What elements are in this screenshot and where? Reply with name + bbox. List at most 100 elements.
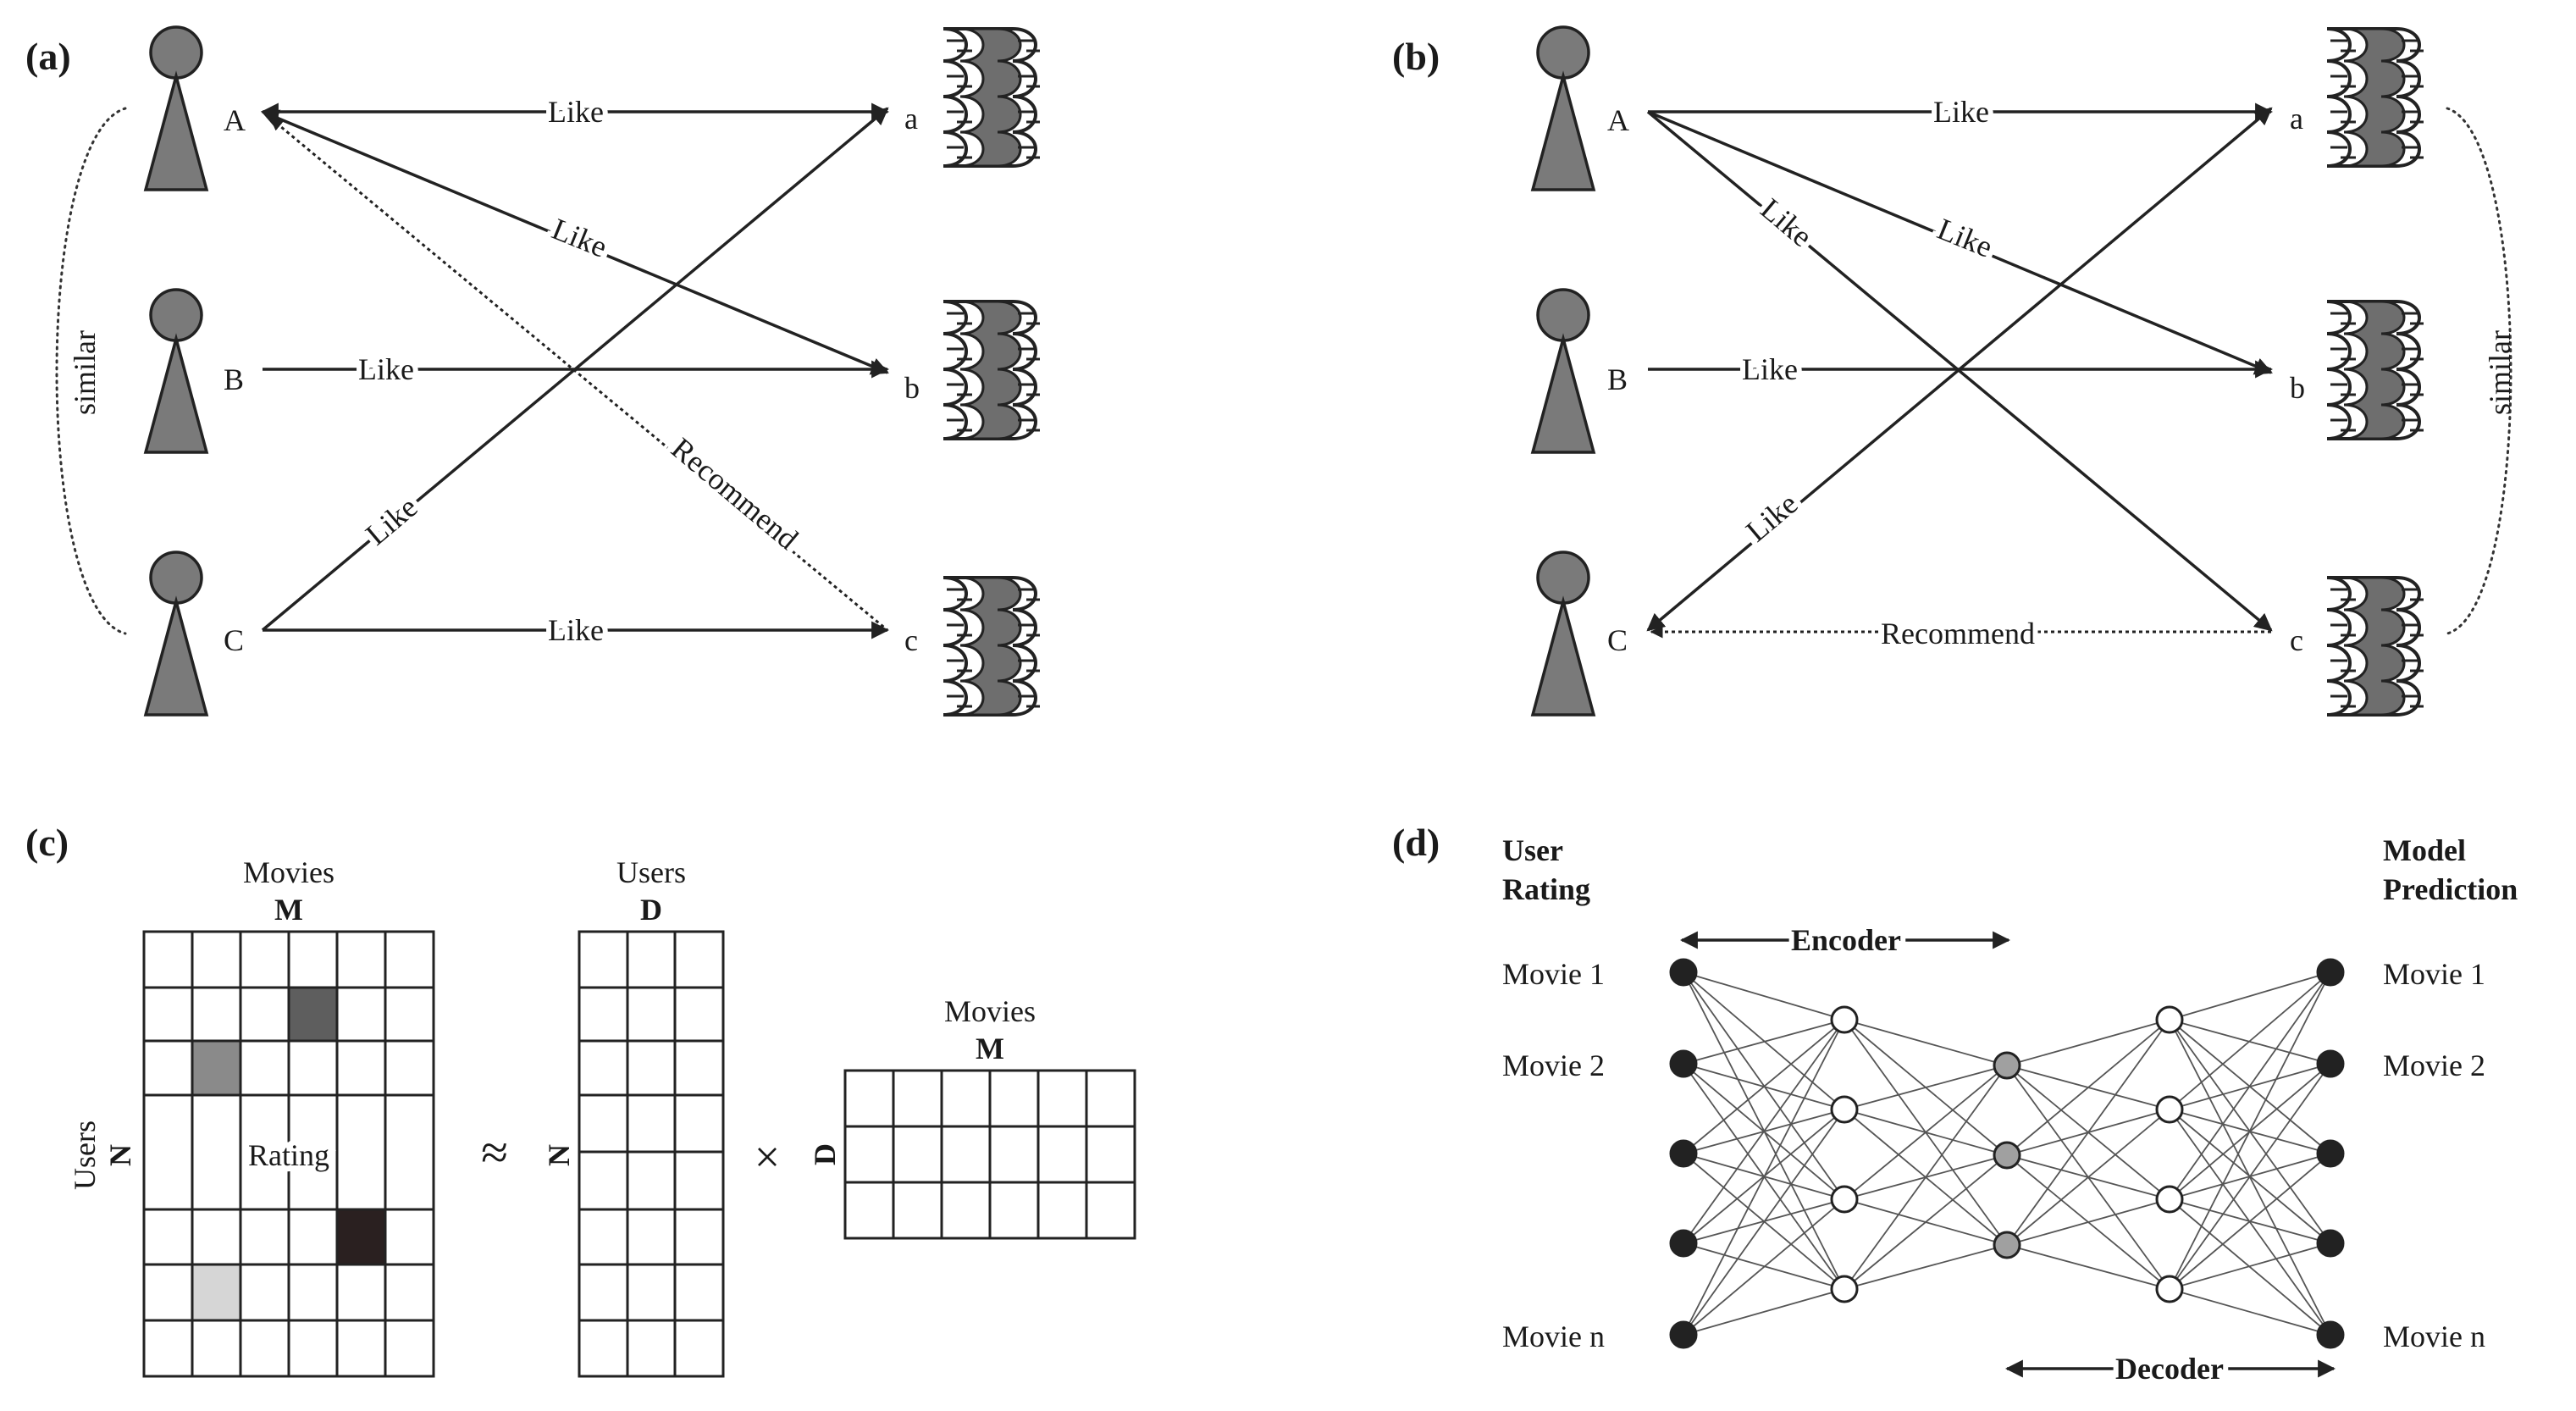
network-edge (1683, 1109, 1845, 1336)
panel-c: (c) Rating Movies M Users N ≈ (25, 821, 1136, 1378)
user-b-name: B (224, 362, 244, 396)
movie-c-icon (942, 576, 1042, 717)
user-matrix-row-dim: N (542, 1144, 576, 1166)
hidden-node (1830, 1005, 1859, 1034)
movie-c-name: c (904, 623, 918, 657)
latent-node (1993, 1231, 2021, 1259)
edge-b-label-4: Like (1742, 352, 1798, 386)
movie-a-icon (2325, 27, 2425, 168)
input-title-line-1: User (1502, 833, 1563, 867)
edge-b-C-a (1646, 107, 2273, 632)
user-matrix: Users D N (542, 855, 725, 1378)
encoder-label: Encoder (1791, 923, 1901, 957)
output-node (2316, 1049, 2345, 1078)
user-c-icon (1531, 551, 1595, 717)
panel-d: (d) User Rating Model Prediction Encoder… (1392, 821, 2518, 1391)
hidden-node (2155, 1005, 2184, 1034)
output-item-n: Movie n (2383, 1320, 2485, 1353)
movie-b-icon (2325, 300, 2425, 440)
output-item-2: Movie 2 (2383, 1049, 2485, 1082)
output-node (2316, 958, 2345, 987)
edge-b-label-2: Like (1932, 212, 1997, 264)
network-nodes (1669, 958, 2345, 1349)
user-c-icon (144, 551, 208, 717)
hidden-node (2155, 1095, 2184, 1124)
rating-matrix-col-dim: M (274, 893, 303, 927)
input-item-1: Movie 1 (1502, 957, 1605, 991)
user-a-name: A (224, 103, 246, 137)
edge-a-label-1: Like (548, 95, 604, 129)
movie-matrix-col-title: Movies (944, 994, 1036, 1028)
network-edge (1844, 1244, 2008, 1290)
similar-bracket (2446, 107, 2512, 635)
similar-label: similar (2483, 330, 2517, 415)
network-edge (2169, 971, 2331, 1200)
edge-a-label-3: Like (358, 352, 414, 386)
network-edge (2169, 971, 2331, 1110)
hidden-node (1830, 1095, 1859, 1124)
edge-a-label-2: Like (547, 212, 611, 264)
network-edge (2006, 1019, 2170, 1156)
movie-b-name: b (2290, 371, 2305, 405)
movie-a-name: a (2290, 102, 2303, 136)
hidden-node (1830, 1185, 1859, 1214)
times-symbol: × (755, 1132, 780, 1182)
network-edge (2006, 1244, 2170, 1290)
user-b-icon (1531, 288, 1595, 454)
input-node (1669, 1049, 1698, 1078)
network-connections (1683, 971, 2331, 1336)
network-edge (2006, 1109, 2170, 1246)
movie-matrix-col-dim: M (976, 1032, 1004, 1065)
hidden-node (2155, 1275, 2184, 1303)
user-a-icon (1531, 25, 1595, 191)
edge-a-A-b (261, 109, 889, 375)
approx-symbol: ≈ (481, 1125, 508, 1180)
decoder-label: Decoder (2115, 1352, 2224, 1386)
panel-b-label: (b) (1392, 35, 1440, 78)
user-a-icon (144, 25, 208, 191)
user-matrix-col-dim: D (640, 893, 662, 927)
hidden-node (2155, 1185, 2184, 1214)
user-b-name: B (1607, 362, 1628, 396)
network-edge (1844, 1065, 2008, 1200)
network-edge (2006, 1019, 2170, 1066)
input-node (1669, 1320, 1698, 1349)
panel-b: (b) A B C a b c similar Like Like Like L… (1392, 25, 2517, 717)
movie-matrix-row-dim: D (808, 1143, 842, 1165)
rating-matrix-col-title: Movies (243, 855, 334, 889)
output-title-line-2: Prediction (2383, 872, 2518, 906)
movie-matrix: Movies M D (808, 994, 1136, 1240)
network-edge (2169, 1288, 2331, 1336)
edge-b-label-5: Like (1739, 486, 1804, 548)
input-node (1669, 958, 1698, 987)
panel-d-label: (d) (1392, 821, 1440, 864)
output-title-line-1: Model (2383, 833, 2466, 867)
panel-a-label: (a) (25, 35, 71, 78)
movie-c-icon (2325, 576, 2425, 717)
output-item-1: Movie 1 (2383, 957, 2485, 991)
network-edge (2006, 1198, 2170, 1246)
movie-a-name: a (904, 102, 918, 136)
network-edge (1683, 971, 1845, 1110)
rating-cell (192, 1264, 240, 1320)
network-edge (2169, 971, 2331, 1290)
rating-matrix: Rating Movies M Users N (68, 855, 435, 1378)
network-edge (2006, 1019, 2170, 1246)
edge-a-label-5: Like (548, 613, 604, 647)
network-edge (1844, 1154, 2008, 1290)
edge-b-label-1: Like (1933, 95, 1989, 129)
network-edge (1683, 1019, 1845, 1244)
input-node (1669, 1139, 1698, 1168)
movie-b-icon (942, 300, 1042, 440)
network-edge (1683, 1019, 1845, 1154)
network-edge (1844, 1065, 2008, 1290)
edge-b-label-6: Recommend (1881, 617, 2035, 650)
rating-cell (289, 988, 337, 1041)
network-edge (2169, 1153, 2331, 1290)
network-edge (2169, 971, 2331, 1021)
output-node (2316, 1320, 2345, 1349)
movie-b-name: b (904, 371, 920, 405)
network-edge (1683, 971, 1845, 1021)
latent-node (1993, 1051, 2021, 1080)
user-matrix-frame (578, 930, 725, 1378)
